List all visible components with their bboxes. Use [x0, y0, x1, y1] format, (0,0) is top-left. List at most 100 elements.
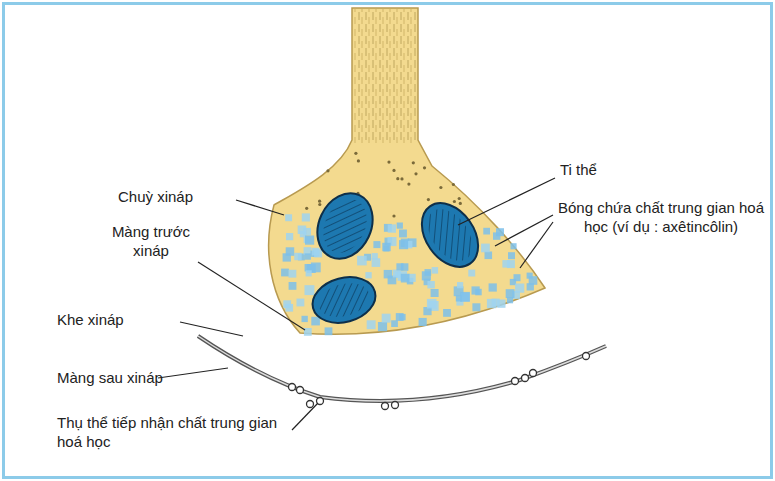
- vesicle: [391, 320, 398, 327]
- vesicle: [399, 240, 408, 249]
- axon-stem: [354, 8, 416, 143]
- vesicle: [427, 299, 437, 309]
- membrane-core: [198, 336, 606, 401]
- vesicle: [443, 309, 451, 317]
- granule: [326, 169, 329, 172]
- mitochondria: [307, 184, 490, 329]
- vesicle: [487, 299, 496, 308]
- vesicle: [515, 284, 524, 293]
- granule: [453, 200, 456, 203]
- synaptic-knob: [269, 8, 545, 334]
- vesicle: [305, 236, 314, 245]
- granule: [396, 177, 399, 180]
- vesicle: [460, 292, 470, 302]
- granule: [392, 169, 395, 172]
- vesicle: [382, 243, 390, 251]
- granule: [407, 183, 410, 186]
- vesicle: [472, 286, 480, 294]
- vesicle: [432, 267, 439, 274]
- granule: [392, 214, 395, 217]
- part-label: Bóng chứa chất trung gian hoá học (ví dụ…: [556, 198, 766, 236]
- vesicle: [373, 241, 380, 248]
- vesicle: [302, 316, 308, 322]
- vesicle: [304, 328, 312, 336]
- vesicle: [431, 289, 439, 297]
- vesicle: [506, 289, 515, 298]
- vesicle: [485, 252, 493, 260]
- vesicle: [493, 232, 500, 239]
- leader-lines: [158, 178, 555, 430]
- vesicle: [365, 272, 371, 278]
- receptors: [289, 353, 590, 410]
- granule: [459, 202, 462, 205]
- vesicle: [289, 270, 297, 278]
- vesicle: [384, 270, 393, 279]
- vesicle: [297, 299, 305, 307]
- granule: [318, 200, 321, 203]
- granule: [452, 183, 455, 186]
- vesicle: [514, 274, 521, 281]
- vesicle: [401, 263, 409, 271]
- vesicle: [378, 322, 387, 331]
- vesicle: [311, 317, 320, 326]
- vesicle: [397, 223, 403, 229]
- vesicle: [489, 283, 497, 291]
- vesicle: [483, 228, 490, 235]
- vesicle: [325, 327, 333, 335]
- vesicle: [312, 248, 320, 256]
- vesicle: [497, 300, 505, 308]
- vesicle: [294, 253, 301, 260]
- vesicle: [419, 318, 427, 326]
- vesicle: [502, 260, 510, 268]
- postsynaptic-membrane: [198, 336, 606, 401]
- vesicle: [399, 230, 407, 238]
- granule: [412, 161, 415, 164]
- vesicle: [507, 297, 513, 303]
- vesicle: [511, 243, 517, 249]
- vesicle: [527, 283, 534, 290]
- vesicle: [286, 247, 295, 256]
- vesicle: [388, 224, 396, 232]
- part-label: Chuỳ xináp: [118, 187, 238, 206]
- vesicle: [401, 274, 410, 283]
- vesicle: [472, 303, 480, 311]
- vesicle: [302, 213, 310, 221]
- part-label: Khe xináp: [57, 310, 177, 329]
- granule: [387, 161, 390, 164]
- granule: [423, 166, 426, 169]
- vesicle: [367, 320, 376, 329]
- vesicle: [399, 314, 405, 320]
- part-label: Thụ thể tiếp nhận chất trung gian hoá họ…: [57, 413, 297, 451]
- granule: [427, 198, 430, 201]
- granule: [354, 152, 357, 155]
- granule: [357, 159, 360, 162]
- part-label: Màng trước xináp: [96, 222, 206, 260]
- vesicle: [281, 269, 289, 277]
- vesicle: [285, 214, 292, 221]
- granule: [400, 177, 403, 180]
- vesicle: [481, 244, 490, 253]
- vesicle: [508, 252, 515, 259]
- vesicle: [306, 270, 312, 276]
- vesicle: [285, 304, 293, 312]
- vesicle: [305, 285, 315, 295]
- vesicle: [382, 314, 391, 323]
- vesicle: [305, 253, 311, 259]
- granule: [439, 186, 442, 189]
- vesicle: [422, 271, 431, 280]
- granule: [414, 172, 417, 175]
- vesicle: [286, 233, 293, 240]
- vesicle: [298, 226, 307, 235]
- vesicle: [427, 281, 434, 288]
- granule: [458, 197, 461, 200]
- vesicle: [527, 273, 533, 279]
- vesicle: [372, 258, 381, 267]
- granule: [305, 207, 308, 210]
- vesicle: [468, 270, 475, 277]
- vesicle: [357, 256, 367, 266]
- vesicle: [457, 282, 463, 288]
- granule: [318, 203, 321, 206]
- vesicle: [289, 282, 297, 290]
